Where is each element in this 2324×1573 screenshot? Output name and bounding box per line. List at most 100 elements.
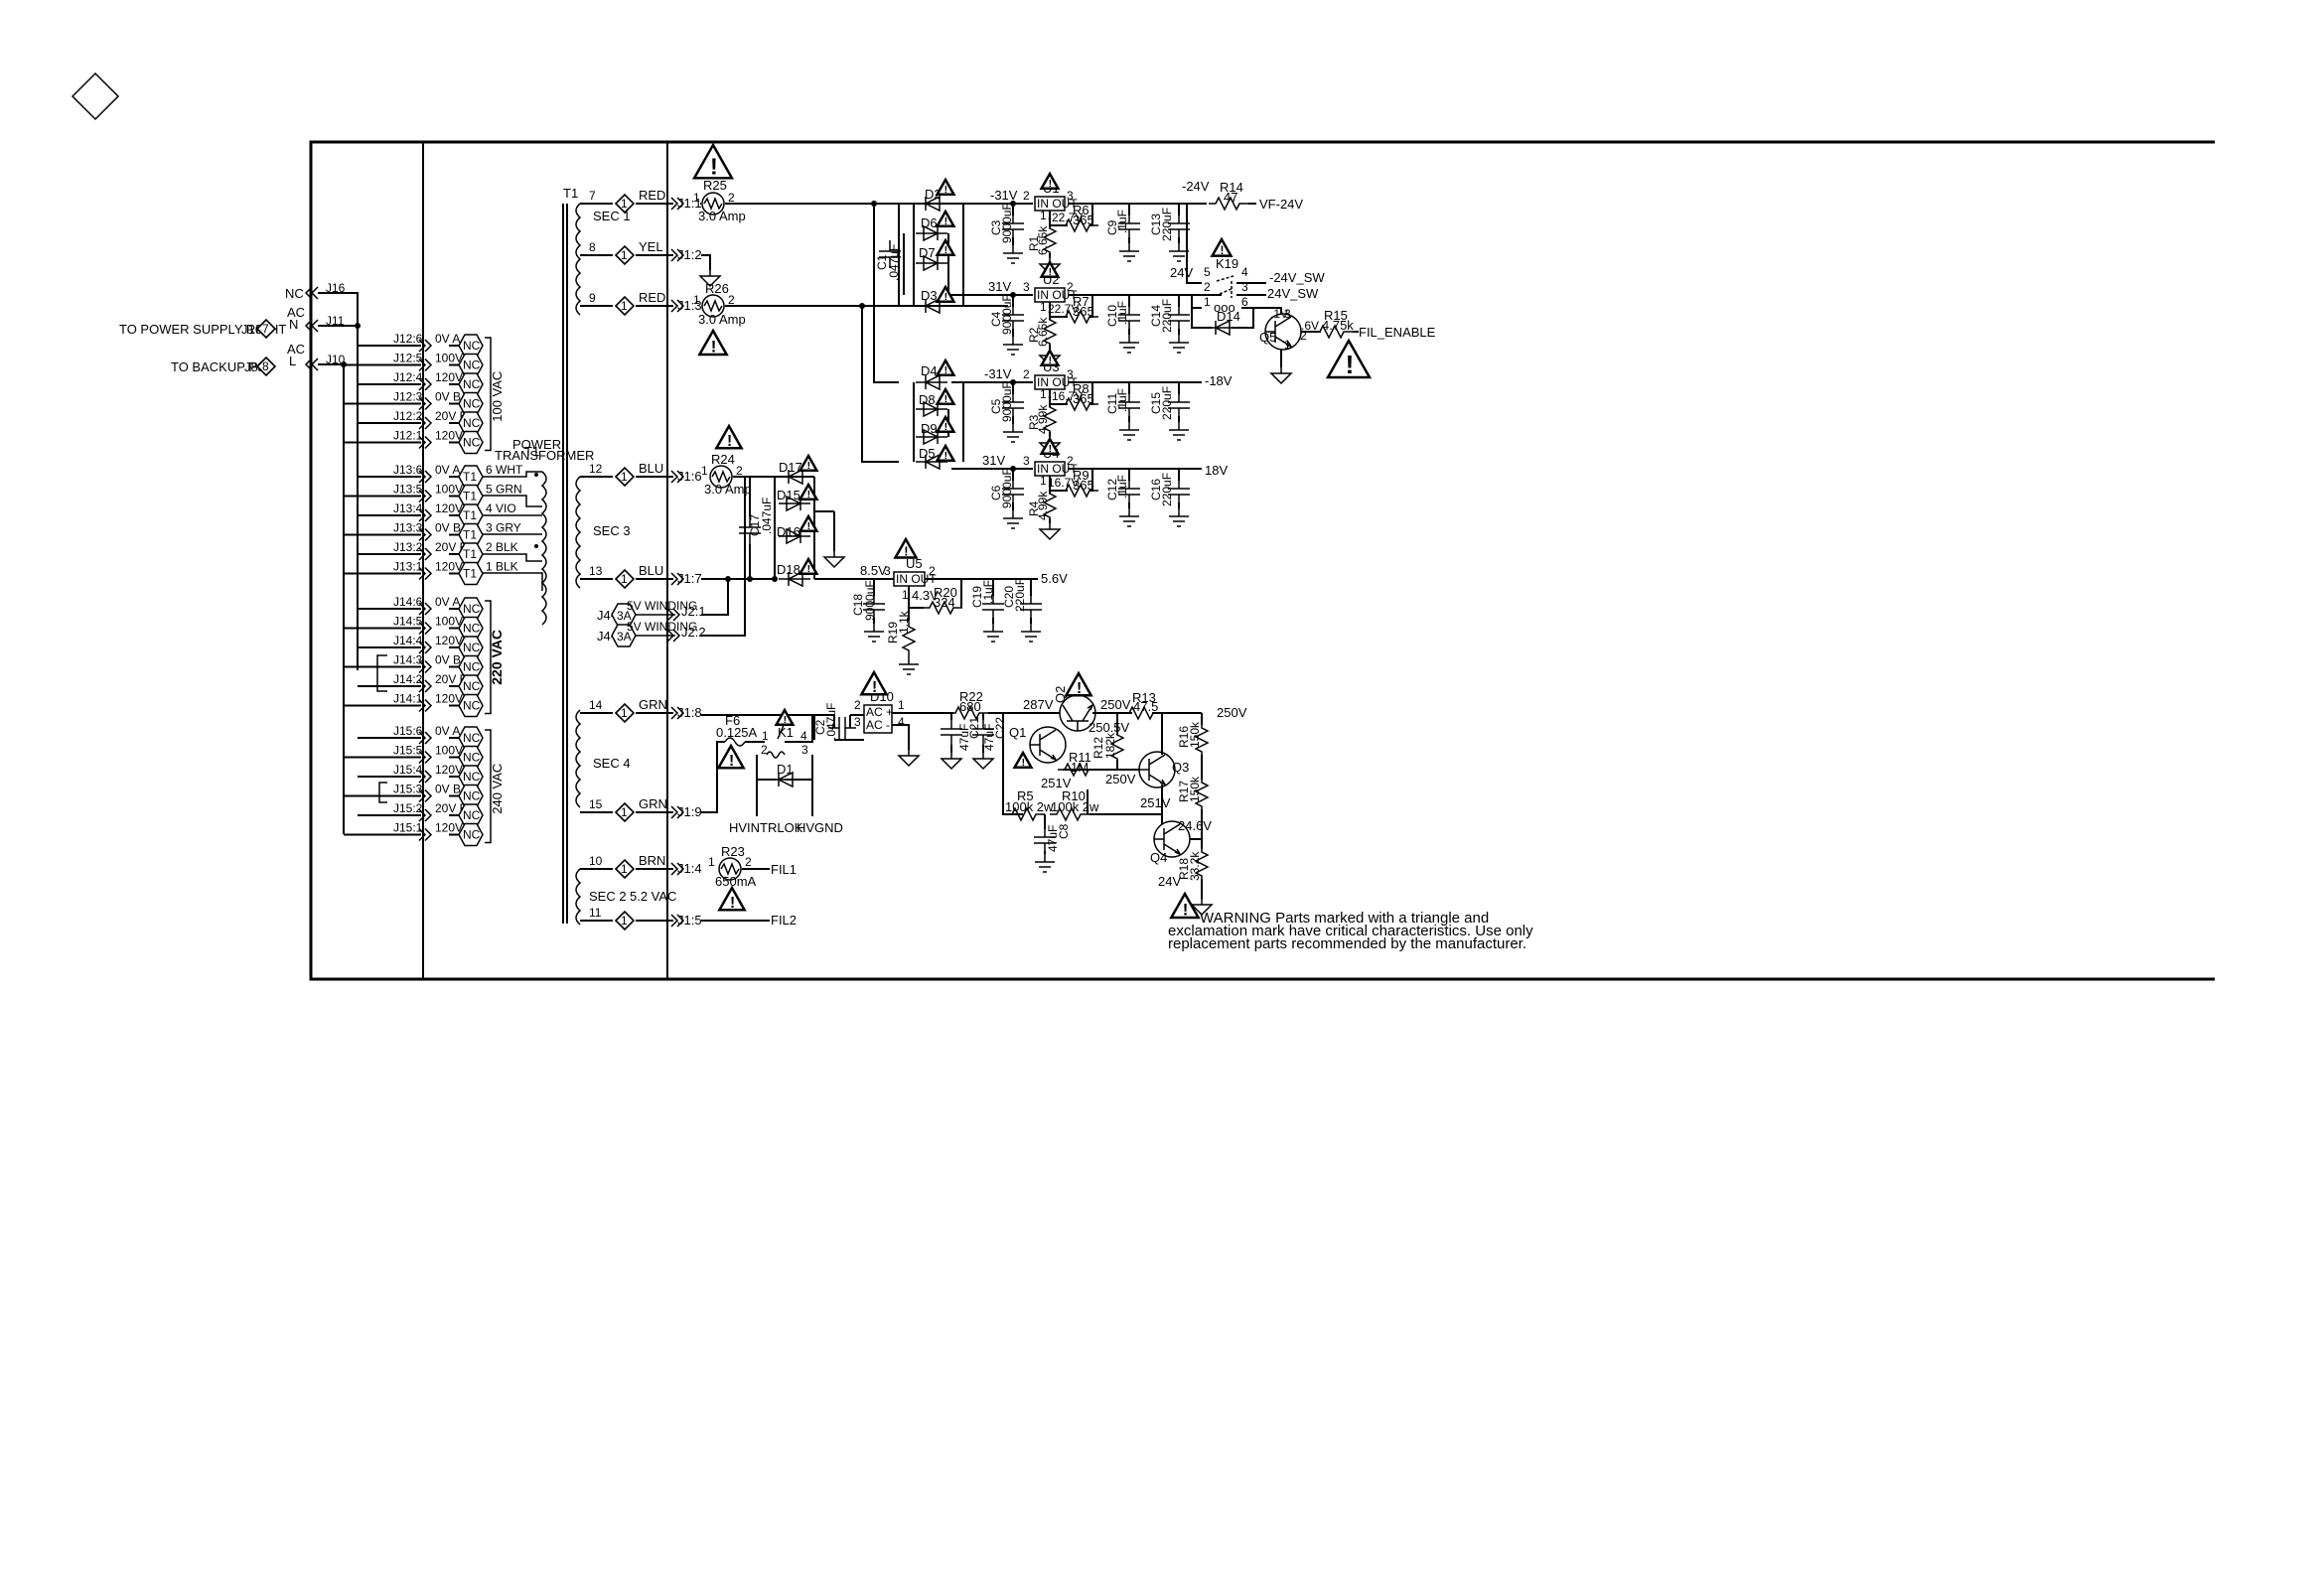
r16-value: 150k <box>1188 721 1202 748</box>
tap-mark: NC <box>463 641 481 654</box>
u4-pin-out: 2 <box>1067 454 1074 468</box>
r25-label: R25 <box>703 178 727 193</box>
r9_val-value: 365 <box>1073 478 1094 493</box>
u1-pin-adj: 1 <box>1040 209 1047 222</box>
c22-value: 47uF <box>982 724 996 751</box>
tap-mark: NC <box>463 397 481 411</box>
tap-voltage: 0V A <box>435 332 460 346</box>
c16_val-value: 220uF <box>1160 473 1174 506</box>
warning-exclamation: ! <box>1049 356 1052 366</box>
q5-label: Q5 <box>1259 330 1276 345</box>
c19-label: C19 <box>970 586 984 608</box>
warning-exclamation: ! <box>807 564 810 575</box>
d10-pin2: 2 <box>854 698 861 712</box>
r1-label: R1 <box>1027 235 1041 251</box>
d17-label: D17 <box>779 460 802 475</box>
sec1-label: SEC 1 <box>593 209 631 223</box>
winding-pin: 11 <box>589 906 602 920</box>
warning-triangle-icon: ! <box>1012 750 1034 769</box>
warning-exclamation: ! <box>1346 350 1355 379</box>
d10-pin1: 1 <box>898 698 905 712</box>
r22-label: R22 <box>959 689 983 704</box>
c18-value: 9000uF <box>863 580 877 621</box>
tap-mark: NC <box>463 770 481 784</box>
u5-label: U5 <box>906 556 923 571</box>
node-pos31-a: 31V <box>988 279 1011 294</box>
warning-triangle-icon: ! <box>1169 891 1201 919</box>
c8-label: C8 <box>1057 823 1071 839</box>
c14_val-value: 220uF <box>1160 299 1174 333</box>
tap-mark: NC <box>463 679 481 693</box>
u1-node-voltage: -22.7V <box>1048 211 1083 224</box>
warning-triangle-icon: ! <box>935 209 956 227</box>
k1-label: K1 <box>778 725 794 740</box>
r10-label: R10 <box>1062 788 1086 803</box>
5v-winding-2: 5V WINDING <box>627 620 697 634</box>
r6_val-value: 365 <box>1073 213 1094 227</box>
warning-triangle-icon: ! <box>798 513 819 532</box>
warning-triangle-icon: ! <box>1039 259 1061 278</box>
pin-tag: 1 <box>621 914 628 928</box>
tap-pin: J12:2 <box>393 409 423 423</box>
tap-pin: J15:1 <box>393 821 423 835</box>
u1-inout: IN OUT <box>1037 197 1078 211</box>
transformer-label: TRANSFORMER <box>495 448 594 463</box>
t1-center-label: T1 <box>524 444 539 459</box>
r22-value: 680 <box>959 699 981 714</box>
tap-mark: NC <box>463 339 481 353</box>
c6_val-value: 9000uF <box>1000 468 1014 508</box>
warning-triangle-icon: ! <box>859 669 889 696</box>
c22-label: C22 <box>993 717 1007 739</box>
r19-value: 1.1k <box>897 610 911 634</box>
tap-mark: NC <box>463 358 481 372</box>
input-connectors: NC J16 AC N J11 AC L J10 TO POWER SUPPLY… <box>119 281 361 834</box>
j1-pin-label: J1:4 <box>677 861 702 876</box>
c1-value: .047uF <box>887 244 901 281</box>
corner-diamond <box>71 72 120 121</box>
c4-label: C4 <box>989 311 1003 327</box>
to-backup-ps-label: TO BACKUP PS <box>171 359 266 374</box>
warning-exclamation: ! <box>1220 244 1224 257</box>
c16-label: C16 <box>1149 479 1163 500</box>
v250-b: 250V <box>1105 772 1136 786</box>
d10-pin3: 3 <box>854 715 861 729</box>
tap-mark: T1 <box>463 567 477 581</box>
warning-exclamation: ! <box>711 337 717 356</box>
tap-voltage: 20V B <box>435 801 468 815</box>
c12-label: C12 <box>1105 479 1119 500</box>
k19-pin4: 4 <box>1241 265 1248 279</box>
warning-exclamation: ! <box>807 490 810 500</box>
r16-label: R16 <box>1177 726 1191 748</box>
r7_val-value: 365 <box>1073 304 1094 319</box>
j4-1-tag: 3A <box>617 609 632 623</box>
r4-label: R4 <box>1027 500 1041 516</box>
tap-voltage: 20V B <box>435 540 468 554</box>
tap-pin: J13:4 <box>393 501 423 515</box>
u5-pin-in: 3 <box>884 564 891 578</box>
winding-pin: 7 <box>589 189 596 203</box>
r18-value: 33.2k <box>1188 851 1202 881</box>
wire-color-label: BLU <box>639 563 663 578</box>
c11_val-value: .1uF <box>1115 388 1129 412</box>
tap-voltage: 0V B <box>435 390 461 404</box>
pin-tag: 1 <box>621 299 628 313</box>
c9_val-value: .1uF <box>1115 210 1129 233</box>
warning-exclamation: ! <box>944 216 947 227</box>
tap-pin: J14:5 <box>393 615 423 629</box>
r23-pin1: 1 <box>708 855 715 869</box>
ptc-fuses: R25 1 2 3.0 Amp R26 1 2 3.0 Amp R24 1 2 … <box>693 178 1008 928</box>
c8-value: 47uF <box>1046 825 1060 852</box>
tap-mark: T1 <box>463 490 477 503</box>
warning-triangle-icon: ! <box>1064 670 1093 697</box>
